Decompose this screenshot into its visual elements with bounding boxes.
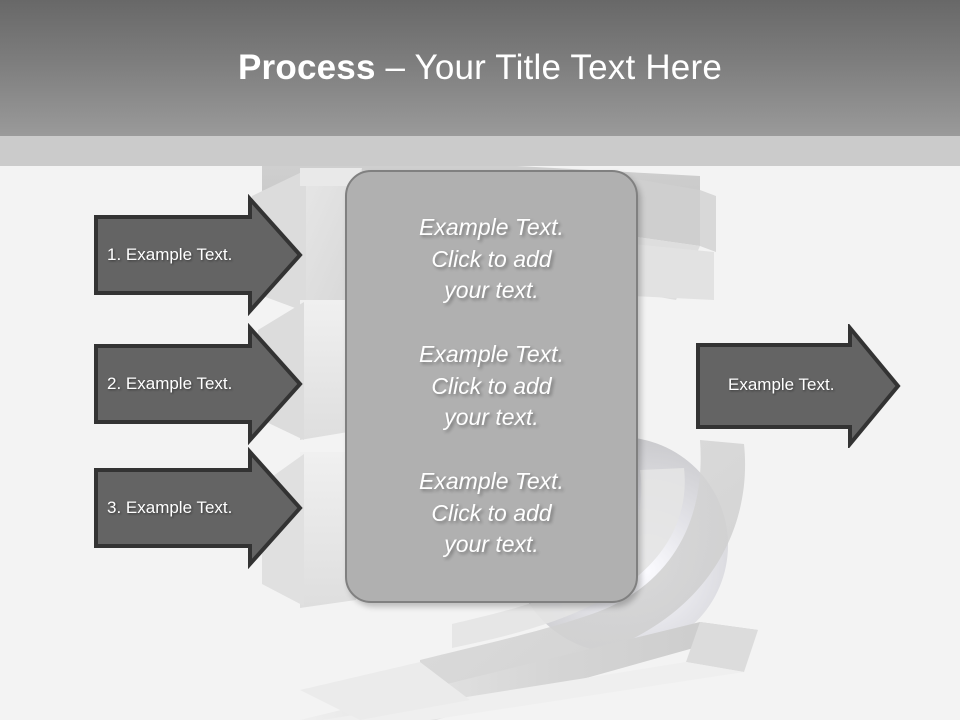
page-title: Process – Your Title Text Here xyxy=(0,0,960,136)
process-arrow-output[interactable] xyxy=(694,324,902,448)
decor-swirl-ribbon xyxy=(420,440,746,700)
process-arrow-1[interactable] xyxy=(92,194,304,316)
process-arrow-2[interactable] xyxy=(92,323,304,445)
header-accent-band xyxy=(0,136,960,166)
process-arrow-3[interactable] xyxy=(92,447,304,569)
header-band xyxy=(0,0,960,136)
page-title-rest: – Your Title Text Here xyxy=(385,48,722,87)
panel-text-block-2: Example Text. Click to add your text. xyxy=(419,340,564,431)
center-content-panel[interactable]: Example Text. Click to add your text. Ex… xyxy=(345,170,638,603)
decor-wedge-bottom-left xyxy=(300,662,470,720)
panel-text-block-3: Example Text. Click to add your text. xyxy=(419,467,564,558)
page-title-strong: Process xyxy=(238,48,386,87)
decor-ribbon-right-tail xyxy=(632,244,714,300)
panel-text-block-1: Example Text. Click to add your text. xyxy=(419,213,564,304)
